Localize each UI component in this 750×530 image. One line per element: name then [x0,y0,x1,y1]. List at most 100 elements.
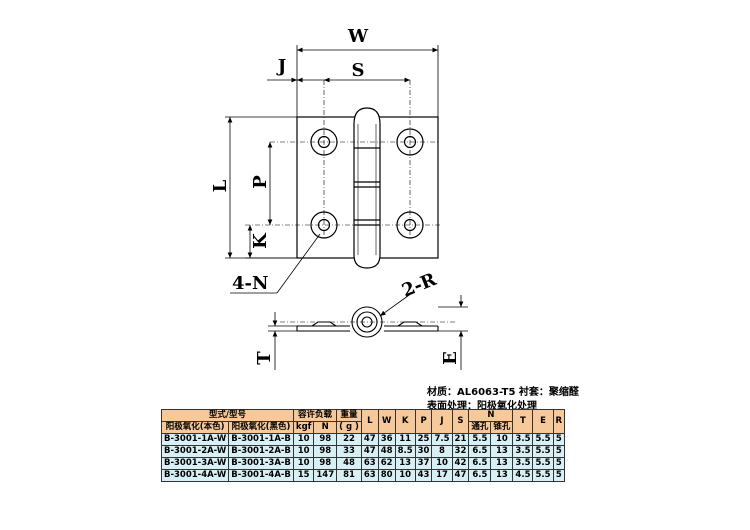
table-cell-l: 47 [360,445,379,458]
table-cell-p: 30 [414,445,433,458]
table-cell-p: 25 [414,433,433,446]
subheader-through-hole: 通孔 [468,421,492,434]
header-w: W [377,409,396,434]
dim-label-j: J [276,56,287,77]
table-cell-counter: 10 [490,433,514,446]
table-cell-counter: 13 [490,457,514,470]
table-cell-j: 8 [431,445,453,458]
table-cell-t: 3.5 [512,445,534,458]
table-cell-g: 81 [336,469,362,482]
hinge-top-view [296,107,439,269]
table-cell-s: 32 [451,445,470,458]
table-cell-k: 13 [394,457,416,470]
table-cell-counter: 13 [490,445,514,458]
subheader-natural: 阳极氧化(本色) [160,421,230,434]
table-cell-kgf: 10 [292,433,315,446]
table-cell-black: B-3001-4A-B [228,469,294,482]
table-header-row-1: 型式/型号 容许负载 重量 L W K P J S N T E R [161,409,566,434]
subheader-countersink: 锥孔 [490,421,514,434]
table-cell-k: 10 [394,469,416,482]
table-cell-s: 42 [451,457,470,470]
table-cell-w: 80 [377,469,396,482]
header-n: N [468,409,514,422]
table-cell-g: 33 [336,445,362,458]
dim-label-s: S [352,60,365,81]
table-cell-j: 10 [431,457,453,470]
dim-label-p: P [250,175,271,189]
table-cell-kgf: 10 [292,445,315,458]
dim-label-k: K [250,232,271,249]
table-cell-natural: B-3001-2A-W [160,445,230,458]
header-model: 型式/型号 [161,409,294,422]
table-cell-kgf: 15 [292,469,315,482]
table-cell-e: 5.5 [532,469,554,482]
dim-label-e: E [440,351,461,365]
material-note: 材质：AL6063-T5 衬套：聚缩醛 [427,387,579,398]
hinge-technical-drawing: W J S L P K 4-N 2-R T E [210,26,468,370]
table-cell-kgf: 10 [292,457,315,470]
table-header-row-2: 阳极氧化(本色) 阳极氧化(黑色) kgf N ( g ) 通孔 锥孔 [160,421,565,434]
table-cell-p: 37 [414,457,433,470]
table-cell-e: 5.5 [532,433,554,446]
table-cell-n: 98 [313,433,338,446]
table-cell-e: 5.5 [532,445,554,458]
table-cell-black: B-3001-3A-B [228,457,294,470]
table-cell-counter: 13 [490,469,514,482]
table-cell-r: 5 [552,433,566,446]
table-cell-natural: B-3001-1A-W [160,433,230,446]
table-cell-through: 6.5 [468,457,492,470]
table-cell-w: 36 [377,433,396,446]
table-cell-w: 48 [377,445,396,458]
table-cell-t: 3.5 [512,433,534,446]
table-cell-r: 5 [552,457,566,470]
table-cell-l: 63 [360,469,379,482]
subheader-newton: N [313,421,338,434]
header-k: K [394,409,416,434]
table-cell-p: 43 [414,469,433,482]
header-p: P [414,409,433,434]
table-cell-s: 21 [451,433,470,446]
header-t: T [512,409,534,434]
table-cell-black: B-3001-1A-B [228,433,294,446]
table-cell-w: 62 [377,457,396,470]
dim-label-l: L [210,179,231,192]
header-l: L [360,409,379,434]
table-cell-n: 98 [313,445,338,458]
table-cell-k: 11 [394,433,416,446]
subheader-kgf: kgf [292,421,315,434]
surface-treatment-note: 表面处理：阳极氧化处理 [427,401,537,412]
header-r: R [552,409,566,434]
spec-table: 型式/型号 容许负载 重量 L W K P J S N T E R 阳极氧化(本… [160,409,566,482]
table-cell-l: 47 [360,433,379,446]
table-cell-through: 6.5 [468,445,492,458]
header-load: 容许负载 [292,409,338,422]
subheader-black: 阳极氧化(黑色) [228,421,294,434]
table-cell-k: 8.5 [394,445,416,458]
table-cell-r: 5 [552,445,566,458]
table-cell-natural: B-3001-4A-W [160,469,230,482]
table-cell-t: 4.5 [512,469,534,482]
table-cell-through: 5.5 [468,433,492,446]
table-cell-black: B-3001-2A-B [228,445,294,458]
table-cell-through: 6.5 [468,469,492,482]
dim-label-w: W [347,26,369,47]
table-cell-j: 7.5 [431,433,453,446]
header-e: E [532,409,554,434]
table-cell-n: 147 [313,469,338,482]
dim-label-2r: 2-R [399,269,440,302]
dim-label-t: T [254,351,275,365]
hole-center-lines [245,80,440,240]
table-cell-n: 98 [313,457,338,470]
table-cell-t: 3.5 [512,457,534,470]
table-cell-s: 47 [451,469,470,482]
header-s: S [451,409,470,434]
dim-label-4n: 4-N [232,273,268,294]
header-j: J [431,409,453,434]
table-cell-g: 48 [336,457,362,470]
table-cell-e: 5.5 [532,457,554,470]
table-cell-g: 22 [336,433,362,446]
